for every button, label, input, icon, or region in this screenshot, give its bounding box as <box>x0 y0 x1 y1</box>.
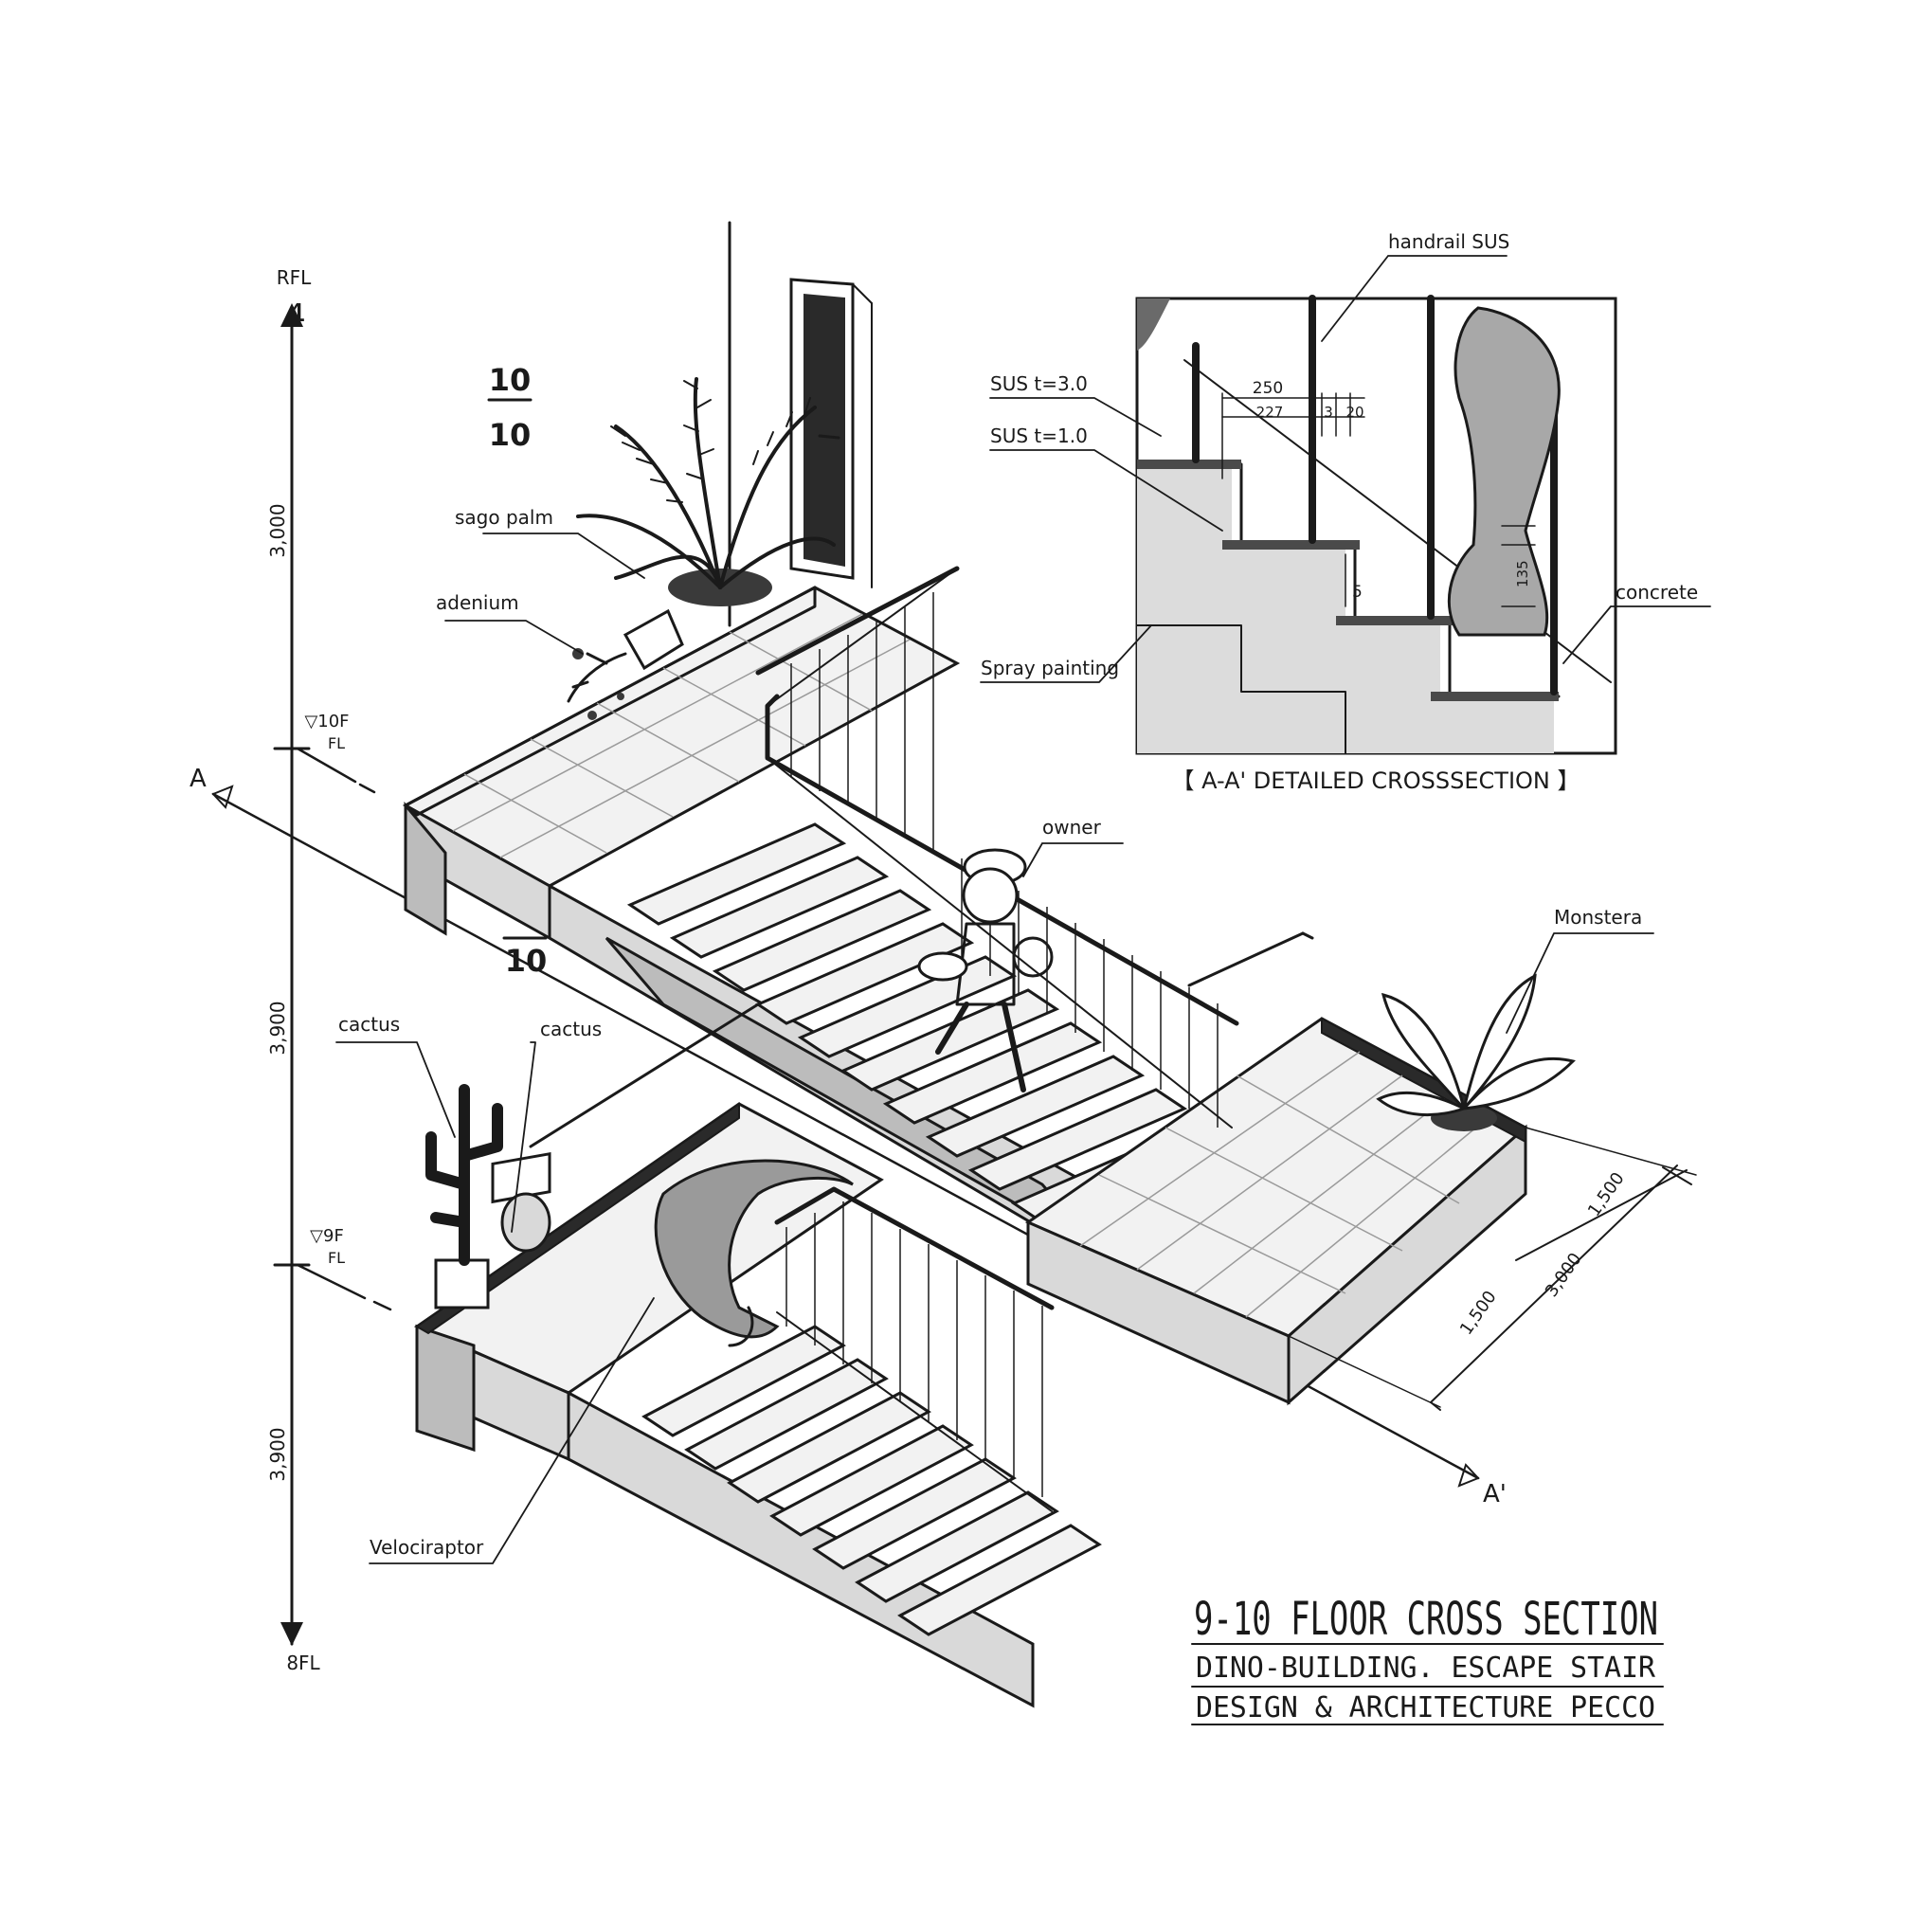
detail-dim-227: 227 <box>1256 404 1284 421</box>
lower-handrail <box>774 1186 1055 1512</box>
lower-flight <box>567 1325 1102 1708</box>
level-label-9f: ▽9F <box>310 1226 344 1246</box>
dim-middle: 3,900 <box>266 1001 289 1055</box>
level-label-10f-fl: FL <box>328 734 345 752</box>
adenium-illustration <box>567 608 684 720</box>
detail-dim-3: 3 <box>1324 404 1333 421</box>
section-marker-a: A <box>190 765 207 793</box>
sago-palm-illustration <box>576 377 836 606</box>
dim-landing-b: 3,000 <box>1542 1250 1586 1301</box>
detail-dim-250: 250 <box>1253 379 1283 398</box>
detail-box <box>1135 295 1617 755</box>
section-arrow-a-icon <box>211 785 234 809</box>
floor-fraction-den: 10 <box>489 417 532 453</box>
label-cactus-1: cactus <box>338 1013 400 1036</box>
axis-arrow-bottom-icon <box>280 1622 303 1646</box>
dim-landing-a: 1,500 <box>1456 1288 1501 1339</box>
section-arrow-aprime-icon <box>1457 1463 1480 1488</box>
level-number-top: 4 <box>285 298 306 335</box>
monstera-illustration <box>1376 973 1576 1131</box>
title-block: 9-10 FLOOR CROSS SECTION DINO-BUILDING. … <box>1191 1593 1664 1725</box>
label-cactus-2: cactus <box>540 1018 602 1040</box>
detail-label-sus-10: SUS t=1.0 <box>990 424 1088 447</box>
detail-dim-5: 5 <box>1352 583 1363 602</box>
velociraptor-illustration <box>654 1159 854 1347</box>
label-adenium: adenium <box>436 591 519 614</box>
level-axis <box>273 303 392 1646</box>
section-marker-aprime: A' <box>1483 1480 1507 1508</box>
label-velociraptor: Velociraptor <box>370 1536 484 1559</box>
detail-dim-20: 20 <box>1345 404 1363 421</box>
level-label-9f-fl: FL <box>328 1249 345 1267</box>
upper-flight <box>548 822 1231 1310</box>
level-label-10f: ▽10F <box>304 712 349 731</box>
dim-upper: 3,000 <box>266 503 289 557</box>
door-wall <box>728 221 873 627</box>
detail-leaders <box>980 255 1711 683</box>
detail-title: 【 A-A' DETAILED CROSSSECTION 】 <box>1171 767 1580 794</box>
level-label-8fl: 8FL <box>286 1652 320 1674</box>
level-label-rfl: RFL <box>277 266 312 289</box>
axis-arrow-top-icon <box>280 303 303 327</box>
landing-dimension-lines <box>1288 1127 1697 1411</box>
callout-leaders <box>335 533 1654 1564</box>
label-owner: owner <box>1042 816 1102 839</box>
title-line1: 9-10 FLOOR CROSS SECTION <box>1194 1593 1658 1646</box>
detail-label-concrete: concrete <box>1616 581 1698 604</box>
detail-label-handrail: handrail SUS <box>1388 230 1509 253</box>
title-line2: DINO-BUILDING. ESCAPE STAIR <box>1196 1652 1656 1685</box>
label-sago-palm: sago palm <box>455 506 553 529</box>
detail-label-sus-30: SUS t=3.0 <box>990 372 1088 395</box>
dim-lower: 3,900 <box>266 1427 289 1481</box>
owner-figure <box>917 848 1054 1092</box>
title-line3: DESIGN & ARCHITECTURE PECCO <box>1196 1691 1655 1724</box>
floor-fraction-mid: 10 <box>505 943 548 979</box>
detail-label-spray: Spray painting <box>981 657 1119 679</box>
detail-dim-135: 135 <box>1514 560 1531 587</box>
label-monstera: Monstera <box>1554 906 1642 929</box>
floor-fraction-num: 10 <box>489 362 532 398</box>
upper-handrail <box>755 566 1239 1129</box>
